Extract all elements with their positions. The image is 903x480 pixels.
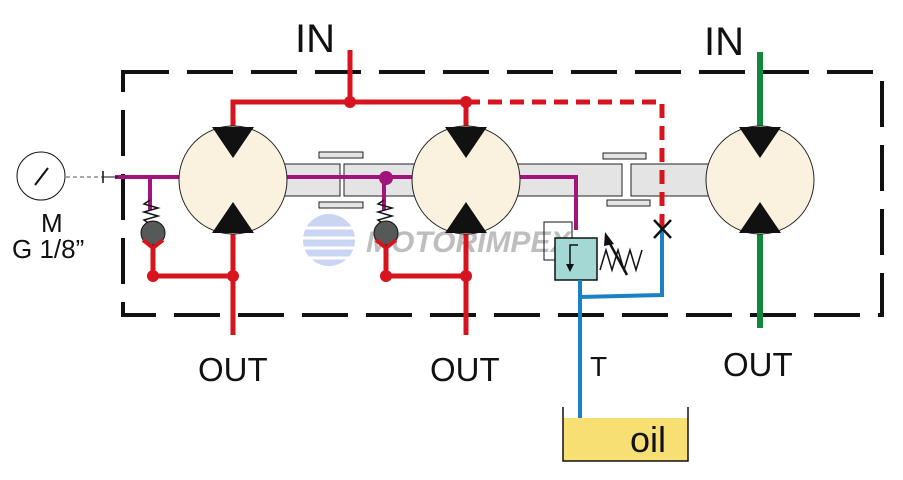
motor-2 [411,125,521,235]
gauge-needle-icon [34,167,49,186]
motor-3 [705,125,815,235]
relief-valve [543,221,643,281]
junction-dots [147,96,472,282]
label-gauge-m: M [41,208,63,238]
label-gauge-port: G 1/8” [12,234,84,264]
oil-tank [562,407,689,462]
label-tank-line: T [590,351,607,382]
check-valve-2 [373,199,399,251]
pilot-junction-dot [379,171,393,185]
label-in-right: IN [704,20,744,64]
label-out-2: OUT [430,351,500,388]
check-valve-1 [140,199,166,251]
label-out-3: OUT [723,346,793,383]
label-oil: oil [630,419,666,460]
shaft-2 [517,152,712,207]
shaft-1 [281,151,420,209]
pressure-gauge [16,151,118,201]
plug-x-icon [653,219,672,239]
adjust-arrow-icon [606,239,629,276]
label-in-left: IN [295,17,335,61]
housing-boundary [121,70,884,317]
label-out-1: OUT [198,351,268,388]
tank-line [578,228,664,420]
spring-icon [599,247,643,273]
motor-1 [178,125,288,235]
